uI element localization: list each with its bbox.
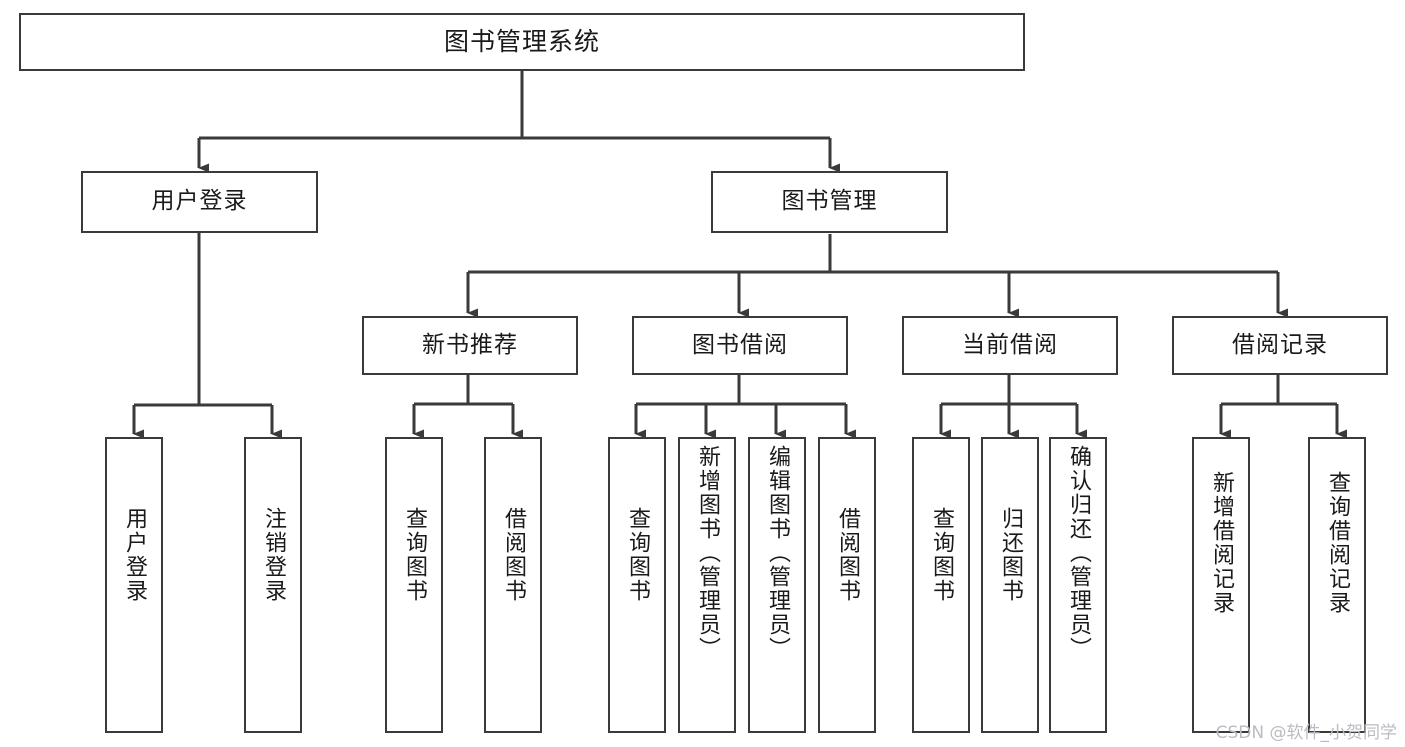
- leaf-borrow-book-2[interactable]: 借阅图书: [818, 437, 876, 733]
- leaf-query-record[interactable]: 查询借阅记录: [1308, 437, 1366, 733]
- node-label: 归还图书: [997, 507, 1023, 603]
- node-label: 借阅图书: [834, 507, 860, 603]
- node-label: 新增借阅记录: [1208, 471, 1234, 615]
- leaf-add-record[interactable]: 新增借阅记录: [1192, 437, 1250, 733]
- node-label: 当前借阅: [962, 331, 1058, 358]
- node-label: 查询借阅记录: [1324, 471, 1350, 615]
- leaf-query-book-2[interactable]: 查询图书: [608, 437, 666, 733]
- node-label: 借阅记录: [1232, 331, 1328, 358]
- node-label: 新增图书（管理员）: [694, 445, 720, 661]
- leaf-confirm-return[interactable]: 确认归还（管理员）: [1049, 437, 1107, 733]
- node-user-login[interactable]: 用户登录: [81, 171, 318, 233]
- node-label: 查询图书: [401, 507, 427, 603]
- node-label: 新书推荐: [422, 331, 518, 358]
- node-label: 用户登录: [151, 188, 248, 215]
- node-label: 图书管理: [781, 188, 878, 215]
- node-label: 确认归还（管理员）: [1065, 445, 1091, 661]
- node-borrow-record[interactable]: 借阅记录: [1172, 316, 1388, 375]
- node-root-book-management-system[interactable]: 图书管理系统: [19, 13, 1025, 71]
- node-label: 编辑图书（管理员）: [764, 445, 790, 661]
- node-book-management[interactable]: 图书管理: [711, 171, 948, 233]
- leaf-edit-book[interactable]: 编辑图书（管理员）: [748, 437, 806, 733]
- node-label: 注销登录: [260, 507, 286, 603]
- node-label: 借阅图书: [500, 507, 526, 603]
- node-label: 查询图书: [624, 507, 650, 603]
- watermark-text: CSDN @软件_小贺同学: [1215, 723, 1397, 743]
- node-new-book-recommend[interactable]: 新书推荐: [362, 316, 578, 375]
- leaf-user-login[interactable]: 用户登录: [105, 437, 163, 733]
- node-book-borrow[interactable]: 图书借阅: [632, 316, 848, 375]
- leaf-logout-login[interactable]: 注销登录: [244, 437, 302, 733]
- node-label: 查询图书: [928, 507, 954, 603]
- leaf-borrow-book-1[interactable]: 借阅图书: [484, 437, 542, 733]
- node-label: 用户登录: [121, 507, 147, 603]
- leaf-query-book-1[interactable]: 查询图书: [385, 437, 443, 733]
- leaf-add-book[interactable]: 新增图书（管理员）: [678, 437, 736, 733]
- node-label: 图书管理系统: [443, 27, 600, 56]
- node-label: 图书借阅: [692, 331, 788, 358]
- leaf-query-book-3[interactable]: 查询图书: [912, 437, 970, 733]
- leaf-return-book[interactable]: 归还图书: [981, 437, 1039, 733]
- node-current-borrow[interactable]: 当前借阅: [902, 316, 1118, 375]
